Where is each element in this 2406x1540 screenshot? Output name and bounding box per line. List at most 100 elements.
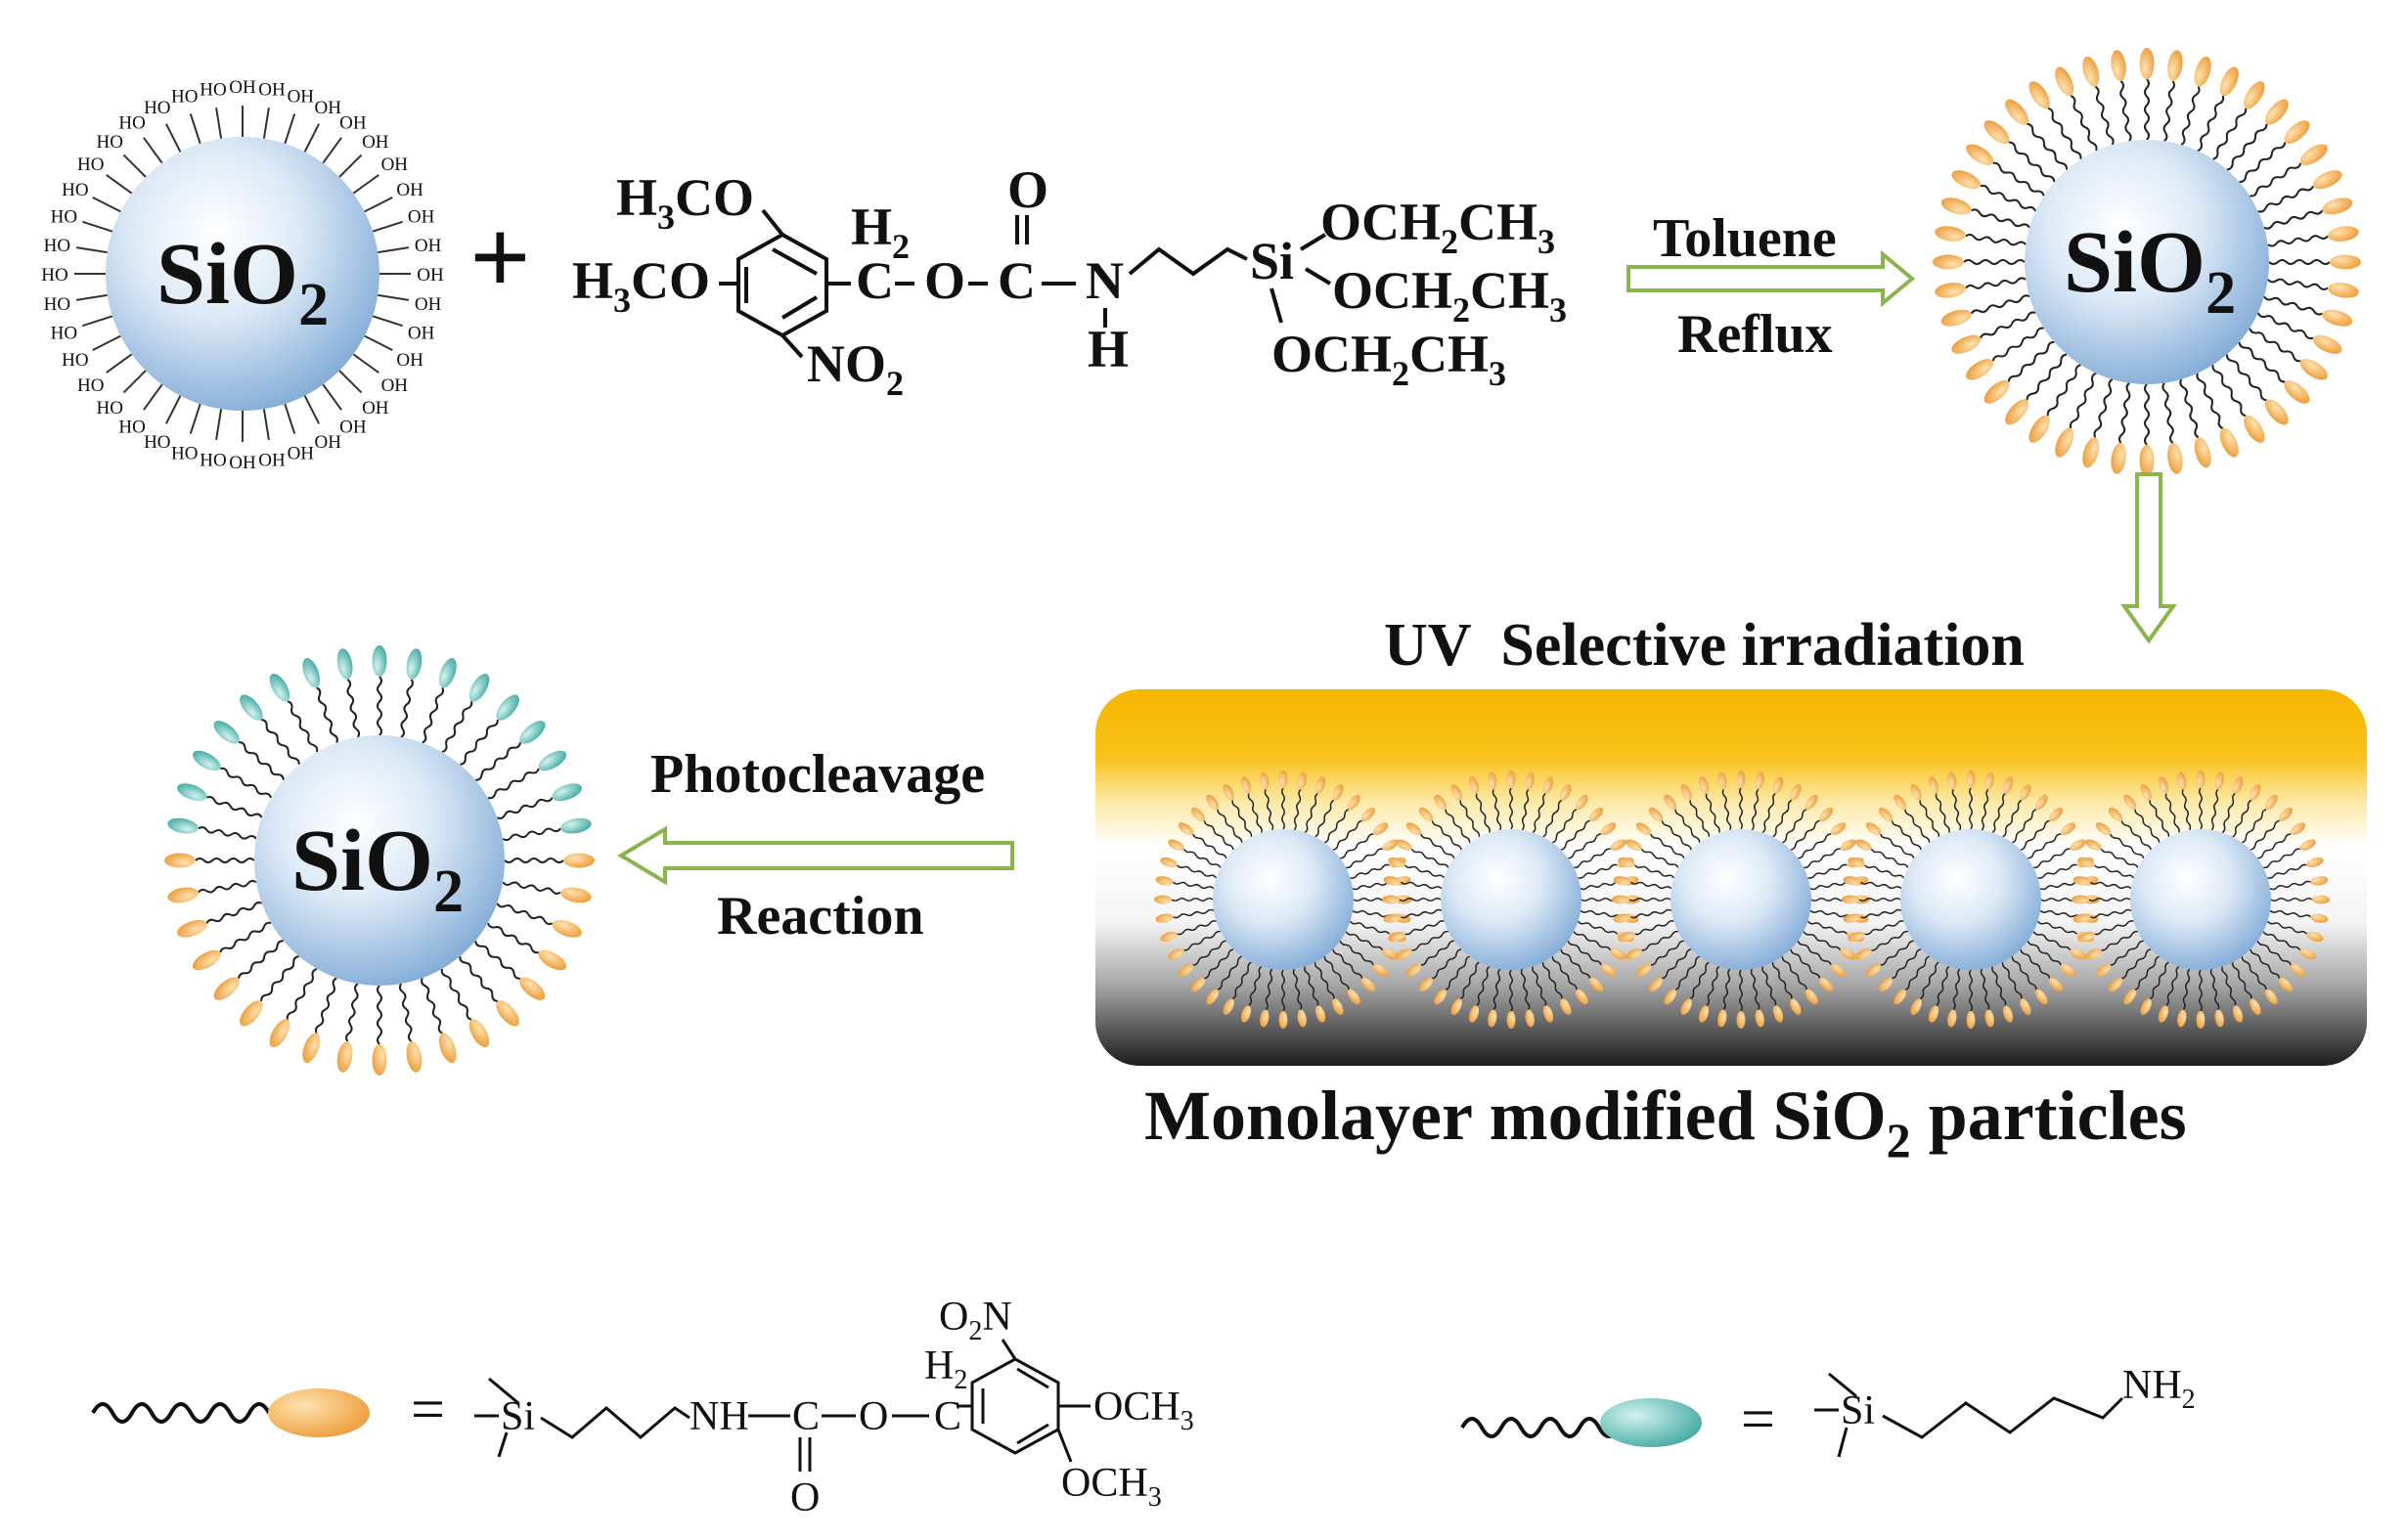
ligand-head (2072, 876, 2091, 886)
ligand-chain (1980, 184, 2037, 212)
ligand-chain (1860, 908, 1902, 919)
ligand-head (468, 673, 490, 702)
ligand-head (2299, 839, 2316, 851)
hydroxyl-label: HO (44, 294, 70, 315)
ligand-chain (2239, 142, 2287, 184)
ligand-chain (1304, 792, 1318, 834)
ligand-chain (474, 941, 521, 980)
down-arrow (2120, 472, 2177, 644)
ligand-head (2196, 770, 2206, 788)
ligand-head (1542, 776, 1554, 794)
hydroxyl-bond (165, 123, 182, 153)
ligand-head (1314, 776, 1326, 794)
methylene-h2: H2 (851, 198, 910, 266)
ligand-chain (1772, 799, 1793, 838)
ligand-chain (1542, 799, 1563, 838)
ligand-chain (2047, 107, 2082, 159)
ligand-chain (2032, 931, 2072, 951)
ligand-chain (287, 700, 319, 753)
ligand-chain (2110, 940, 2144, 966)
particle-label: SiO2 (156, 226, 329, 338)
ligand-chain (1689, 961, 1710, 1000)
hydroxyl-label: HO (144, 98, 170, 118)
ligand-head (468, 1019, 490, 1048)
ligand-head (1418, 807, 1434, 822)
ligand-chain (2039, 880, 2081, 891)
hydroxyl-label: OH (229, 453, 256, 473)
ligand-head (2020, 784, 2031, 801)
ligand-head (2123, 794, 2137, 811)
ligand-chain (2020, 819, 2050, 851)
ligand-head (2219, 66, 2239, 97)
ligand-chain (1809, 909, 1852, 918)
ligand-chain (1858, 898, 1901, 902)
ligand-head (2299, 948, 2316, 960)
ligand-chain (1340, 833, 1374, 859)
legend-si-2: Si (1841, 1388, 1875, 1433)
ligand-chain (1264, 789, 1274, 831)
ligand-head (1698, 776, 1710, 794)
ligand-head (2072, 913, 2091, 923)
ligand-chain (2120, 820, 2152, 851)
ligand-chain (2069, 372, 2097, 429)
legend-nh2: NH2 (2122, 1363, 2196, 1415)
ligand-head (1168, 948, 1184, 960)
ligand-chain (1706, 965, 1720, 1007)
orange-head-icon (268, 1388, 370, 1437)
ligand-head (1842, 895, 1859, 904)
ligand-chain (2144, 383, 2150, 446)
ligand-head (2312, 334, 2342, 354)
ligand-head (1698, 1005, 1710, 1023)
hydroxyl-label: OH (314, 432, 341, 453)
hydroxyl-bond (82, 315, 113, 328)
step2-label: Photocleavage (650, 744, 985, 805)
legend-amine: = Si NH2 (1460, 1363, 2196, 1458)
ligand-head (1940, 309, 1972, 327)
ligand-chain (1952, 968, 1961, 1011)
ligand-chain (2269, 909, 2312, 918)
ligand-chain (1761, 792, 1776, 834)
ligand-head (552, 783, 582, 802)
ligand-head (1818, 807, 1834, 822)
ligand-chain (2263, 848, 2300, 869)
ligand-chain (1577, 920, 1619, 935)
ligand-head (1382, 895, 1400, 904)
ligand-chain (1420, 833, 1455, 858)
ligand-chain (1904, 809, 1931, 843)
ligand-chain (1493, 968, 1501, 1011)
silica-sphere (2130, 829, 2271, 970)
ligand-chain (1177, 920, 1217, 936)
ligand-chain (2262, 931, 2301, 951)
ligand-head (1910, 784, 1922, 801)
ligand-chain (2007, 340, 2055, 382)
ligand-chain (2119, 80, 2132, 142)
ligand-head (1840, 839, 1856, 851)
ligand-head (2111, 50, 2126, 81)
amide-nitrogen: N (1086, 251, 1124, 310)
ligand-head (496, 1000, 519, 1027)
hydroxyl-bond (122, 154, 147, 178)
ligand-chain (2027, 833, 2062, 859)
ligand-chain (2250, 948, 2281, 979)
ligand-head (1843, 876, 1861, 886)
ligand-chain (1459, 961, 1480, 1000)
ligand-head (2264, 989, 2278, 1005)
ligand-chain (1551, 956, 1578, 990)
ligand-chain (238, 940, 284, 979)
ligand-head (1600, 963, 1617, 977)
ligand-head (1772, 1005, 1784, 1023)
hydroxyl-bond (215, 107, 223, 139)
ligand-chain (1880, 940, 1914, 966)
ligand-chain (1532, 966, 1547, 1006)
ligand-head (1190, 807, 1206, 822)
ligand-head (1240, 1005, 1252, 1023)
ligand-head (269, 673, 290, 702)
ligand-chain (2269, 880, 2311, 891)
legend-carbonyl-o: O (790, 1475, 820, 1520)
ligand-chain (1864, 920, 1904, 936)
ligand-chain (2270, 898, 2313, 902)
ligand-chain (2226, 123, 2268, 171)
ligand-chain (1247, 793, 1263, 833)
ligand-head (1488, 771, 1497, 790)
ligand-head (519, 721, 546, 744)
